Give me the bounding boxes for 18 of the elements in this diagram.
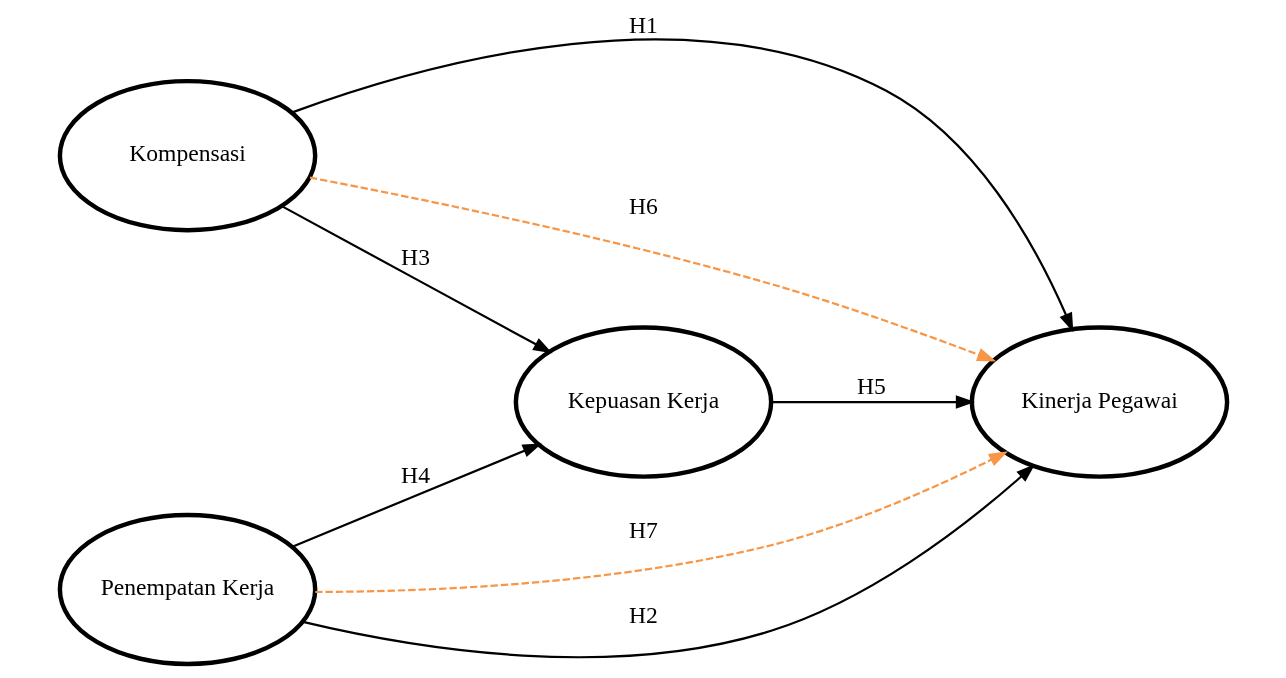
node-ellipse: Kinerja Pegawai <box>969 325 1229 479</box>
arrow <box>280 205 552 354</box>
edge-label: H1 <box>628 11 658 38</box>
arrow <box>302 464 1035 659</box>
edge-label: H2 <box>628 602 658 629</box>
arrow <box>291 443 542 548</box>
arrow <box>309 176 996 362</box>
node-ellipse: Kompensasi <box>57 78 317 233</box>
edge-label: H3 <box>400 243 430 270</box>
node-ellipse: Penempatan Kerja <box>57 512 317 667</box>
arrow <box>314 451 1008 594</box>
node-ellipse: Kepuasan Kerja <box>513 325 773 479</box>
edge-label: H4 <box>400 461 430 488</box>
arrow <box>291 38 1073 333</box>
edge-label: H6 <box>628 193 658 220</box>
edge-label: H5 <box>856 373 886 400</box>
edge-label: H7 <box>628 516 658 543</box>
arrow <box>770 395 975 409</box>
